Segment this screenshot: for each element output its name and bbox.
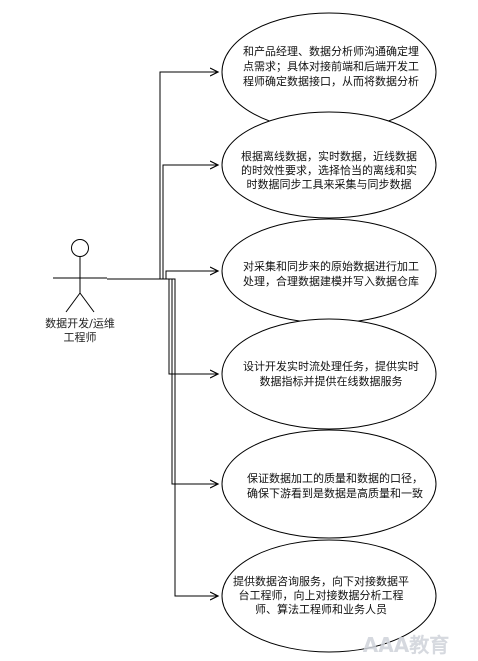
connections (107, 72, 218, 596)
connector-uc6 (107, 278, 218, 596)
actor-left-leg (65, 292, 81, 313)
use-case-6-line2: 台工程师，向上对接数据分析工程 (239, 588, 404, 602)
use-case-5: 保证数据加工的质量和数据的口径， 确保下游看到是数据是高质量和一致 (221, 429, 437, 539)
watermark-text: AAA教育 (363, 633, 449, 657)
connector-uc4 (107, 278, 218, 374)
use-case-1-line1: 和产品经理、数据分析师沟通确定埋 (243, 44, 419, 58)
use-case-2-line2: 的时效性要求，选择恰当的离线和实 (241, 163, 417, 177)
connector-uc5 (107, 278, 218, 484)
actor-figure (53, 239, 107, 313)
use-case-1-line3: 程师确定数据接口，从而将数据分析 (243, 74, 419, 88)
use-case-4-line1: 设计开发实时流处理任务，提供实时 (243, 359, 419, 373)
use-case-3-line1: 对采集和同步来的原始数据进行加工 (243, 259, 419, 273)
use-case-4-ellipse (221, 318, 437, 430)
use-case-2-line1: 根据离线数据，实时数据，近线数据 (241, 149, 417, 163)
actor-right-leg (79, 292, 95, 313)
use-case-2-ellipse (221, 111, 437, 219)
use-case-5-line2: 确保下游看到是数据是高质量和一致 (247, 486, 423, 500)
use-case-6-line3: 师、算法工程师和业务人员 (255, 602, 387, 616)
use-case-4: 设计开发实时流处理任务，提供实时 数据指标并提供在线数据服务 (221, 318, 437, 430)
use-case-5-line1: 保证数据加工的质量和数据的口径， (247, 471, 423, 485)
actor-label-line2: 工程师 (64, 331, 97, 344)
watermark-logo: AAA教育 (363, 633, 449, 657)
use-case-1: 和产品经理、数据分析师沟通确定埋 点需求；具体对接前端和后端开发工 程师确定数据… (221, 12, 437, 132)
use-case-4-line2: 数据指标并提供在线数据服务 (260, 374, 403, 388)
connector-uc2 (107, 165, 218, 280)
use-case-5-ellipse (221, 429, 437, 539)
use-case-3: 对采集和同步来的原始数据进行加工 处理，合理数据建模并写入数据仓库 (221, 218, 437, 324)
actor-head (71, 239, 89, 257)
use-case-3-line2: 处理，合理数据建模并写入数据仓库 (243, 274, 419, 288)
use-case-6-line1: 提供数据咨询服务，向下对接数据平 (233, 574, 409, 588)
use-case-2: 根据离线数据，实时数据，近线数据 的时效性要求，选择恰当的离线和实 时数据同步工… (221, 111, 437, 219)
use-case-6-ellipse (221, 539, 437, 653)
actor-label-line1: 数据开发/运维 (45, 316, 115, 330)
use-case-6: 提供数据咨询服务，向下对接数据平 台工程师，向上对接数据分析工程 师、算法工程师… (221, 539, 437, 653)
use-case-1-line2: 点需求；具体对接前端和后端开发工 (243, 59, 419, 73)
use-case-2-line3: 时数据同步工具来采集与同步数据 (247, 177, 412, 191)
